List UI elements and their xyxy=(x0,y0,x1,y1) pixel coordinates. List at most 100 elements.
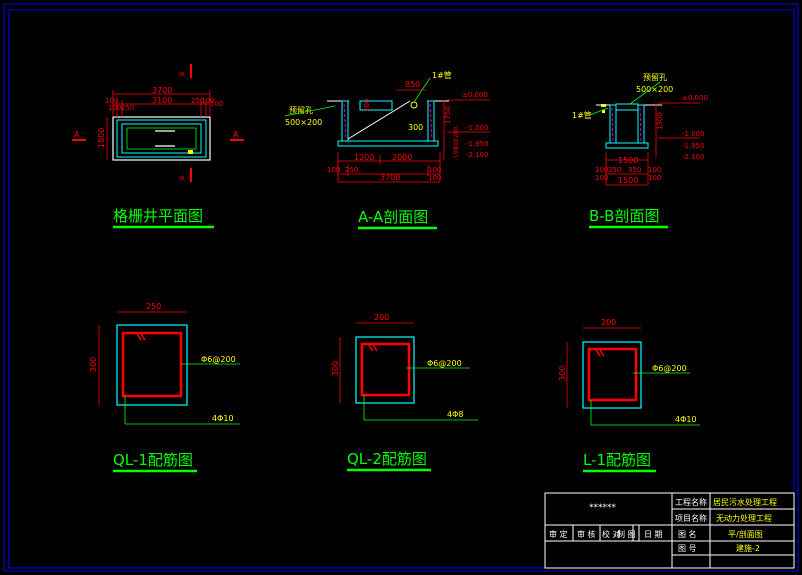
section-mark-b-bottom-label: B xyxy=(179,176,186,180)
aa-right-dim: 200 xyxy=(453,126,460,138)
tb-signoff: 制 图 xyxy=(617,529,636,539)
aa-pipe-label: 1#管 xyxy=(432,70,452,80)
tb-value-project: 居民污水处理工程 xyxy=(713,497,777,507)
aa-bottom-part: 100 xyxy=(327,166,340,174)
aa-wall-hatch xyxy=(429,103,433,140)
bb-opening-size: 500×200 xyxy=(636,85,673,94)
aa-elev-pipe: -1.000 xyxy=(466,124,489,132)
plan-view: 3700 3100 100 100 250 250 100 100 1800 A… xyxy=(72,64,244,229)
tb-value-drawing-no: 建施-2 xyxy=(736,543,760,553)
bb-bottom-part: 100 xyxy=(648,166,661,174)
aa-wall-hatch xyxy=(343,103,347,140)
title-block: ****** 工程名称 项目名称 图 名 图 号 居民污水处理工程 无动力处理工… xyxy=(544,492,795,569)
aa-bottom-part: 100 xyxy=(428,174,441,182)
bb-opening-leader xyxy=(629,81,661,105)
tb-label-drawing-no: 图 号 xyxy=(678,544,697,553)
outer-frame xyxy=(3,3,799,572)
ql1-rebar-detail: 250 300 Φ6@200 4Φ10 QL-1配筋图 xyxy=(89,302,240,473)
bb-pipe-label: 1#管 xyxy=(572,110,592,120)
plan-title: 格栅井平面图 xyxy=(113,207,203,225)
ql1-section-outline xyxy=(116,324,188,406)
ql1-stirrup-label: Φ6@200 xyxy=(201,355,236,364)
tb-value-item: 无动力处理工程 xyxy=(716,513,772,523)
bb-pipe-leader xyxy=(589,107,609,116)
aa-section: 1#管 预留孔 500×200 850 200 300 ±0.000 -1.00… xyxy=(284,70,490,230)
bb-bottom-edge: 100 xyxy=(648,174,661,182)
l1-width: 200 xyxy=(601,318,616,327)
ql1-title: QL-1配筋图 xyxy=(113,451,193,469)
bb-pipe-marker xyxy=(601,104,606,107)
plan-dim-part: 100 xyxy=(105,97,118,105)
plan-inner-line xyxy=(126,127,197,150)
ql2-width: 200 xyxy=(374,313,389,322)
ql1-stirrup xyxy=(121,331,183,398)
bb-elev-pipe: -1.000 xyxy=(682,130,705,138)
tb-signoff: 审 定 xyxy=(549,529,568,539)
plan-side-dim: 1800 xyxy=(97,128,106,148)
bb-wall-hatch xyxy=(611,107,614,142)
plan-wall-outline xyxy=(116,119,207,158)
ql2-stirrup-label: Φ6@200 xyxy=(427,359,462,368)
aa-dim-total: 3700 xyxy=(380,173,400,182)
ql1-stirrup-hook xyxy=(136,333,146,341)
tb-stars: ****** xyxy=(589,503,617,513)
section-mark-a-right: A xyxy=(233,130,239,139)
bb-section: 预留孔 500×200 1#管 ±0.000 -1.000 -1.950 -2.… xyxy=(572,72,708,229)
ql1-width: 250 xyxy=(146,302,161,311)
l1-main-label: 4Φ10 xyxy=(675,415,697,424)
aa-elev-bottom: -1.950 xyxy=(466,140,489,148)
plan-dim-inner: 3100 xyxy=(152,96,172,105)
aa-right-dim: 100 xyxy=(453,146,460,158)
tb-signoff: 日 期 xyxy=(644,530,663,539)
aa-dim-850: 850 xyxy=(405,80,420,89)
ql2-height: 300 xyxy=(331,361,340,376)
aa-dim-300: 300 xyxy=(408,123,423,132)
aa-title: A-A剖面图 xyxy=(358,208,428,226)
l1-stirrup-hook xyxy=(595,349,605,357)
bb-bottom-part: 350 xyxy=(608,166,621,174)
bb-opening-label: 预留孔 xyxy=(643,72,667,82)
ql2-title: QL-2配筋图 xyxy=(347,450,427,468)
tb-value-drawing-name: 平/剖面图 xyxy=(728,529,763,539)
aa-base-slab xyxy=(337,140,439,147)
plan-dim-part: 250 xyxy=(121,104,134,112)
ql2-section-outline xyxy=(355,336,415,404)
aa-top-slab xyxy=(359,100,393,111)
bb-bottom-edge: 100 xyxy=(595,174,608,182)
l1-rebar-detail: 200 300 Φ6@200 4Φ10 L-1配筋图 xyxy=(558,318,700,473)
l1-height: 300 xyxy=(558,366,567,381)
aa-dim-1200: 1200 xyxy=(354,153,374,162)
plan-dim-part: 100 xyxy=(108,104,121,112)
aa-opening-leader xyxy=(284,105,336,117)
ql2-stirrup-hook xyxy=(368,344,378,352)
plan-pipe-marker xyxy=(188,150,193,154)
aa-dim-200: 200 xyxy=(363,99,371,112)
bb-wall-hatch xyxy=(639,107,642,142)
ql1-height: 300 xyxy=(89,357,98,372)
aa-elev-top: ±0.000 xyxy=(462,91,488,99)
aa-right-dim: 100 xyxy=(453,138,460,150)
bb-base-slab xyxy=(605,142,649,149)
plan-dim-part: 250 xyxy=(191,97,204,105)
aa-dim-1750: 1750 xyxy=(444,106,452,124)
ql2-stirrup xyxy=(360,342,411,397)
aa-dim-2000: 2000 xyxy=(392,153,412,162)
bb-elev-bottom: -1.950 xyxy=(682,142,705,150)
bb-bottom-part: 350 xyxy=(628,166,641,174)
plan-outer-wall xyxy=(112,116,211,161)
bb-pipe-marker xyxy=(602,110,605,113)
section-mark-b-top-label: B xyxy=(179,72,186,76)
tb-label-project: 工程名称 xyxy=(675,497,707,507)
l1-title: L-1配筋图 xyxy=(583,451,651,469)
bb-dim-1300: 1300 xyxy=(656,112,664,130)
aa-opening-size: 500×200 xyxy=(285,118,322,127)
bb-left-wall xyxy=(609,104,617,144)
plan-dim-part: 100 xyxy=(210,100,223,108)
aa-bottom-part: 250 xyxy=(345,166,358,174)
tb-signoff: 审 核 xyxy=(577,529,596,539)
plan-dim-part: 100 xyxy=(201,97,214,105)
tb-signoff: 校 对 xyxy=(602,529,621,539)
plan-dim-total: 3700 xyxy=(152,86,172,95)
l1-stirrup xyxy=(587,347,638,402)
bb-dim-1500b: 1500 xyxy=(618,176,638,185)
